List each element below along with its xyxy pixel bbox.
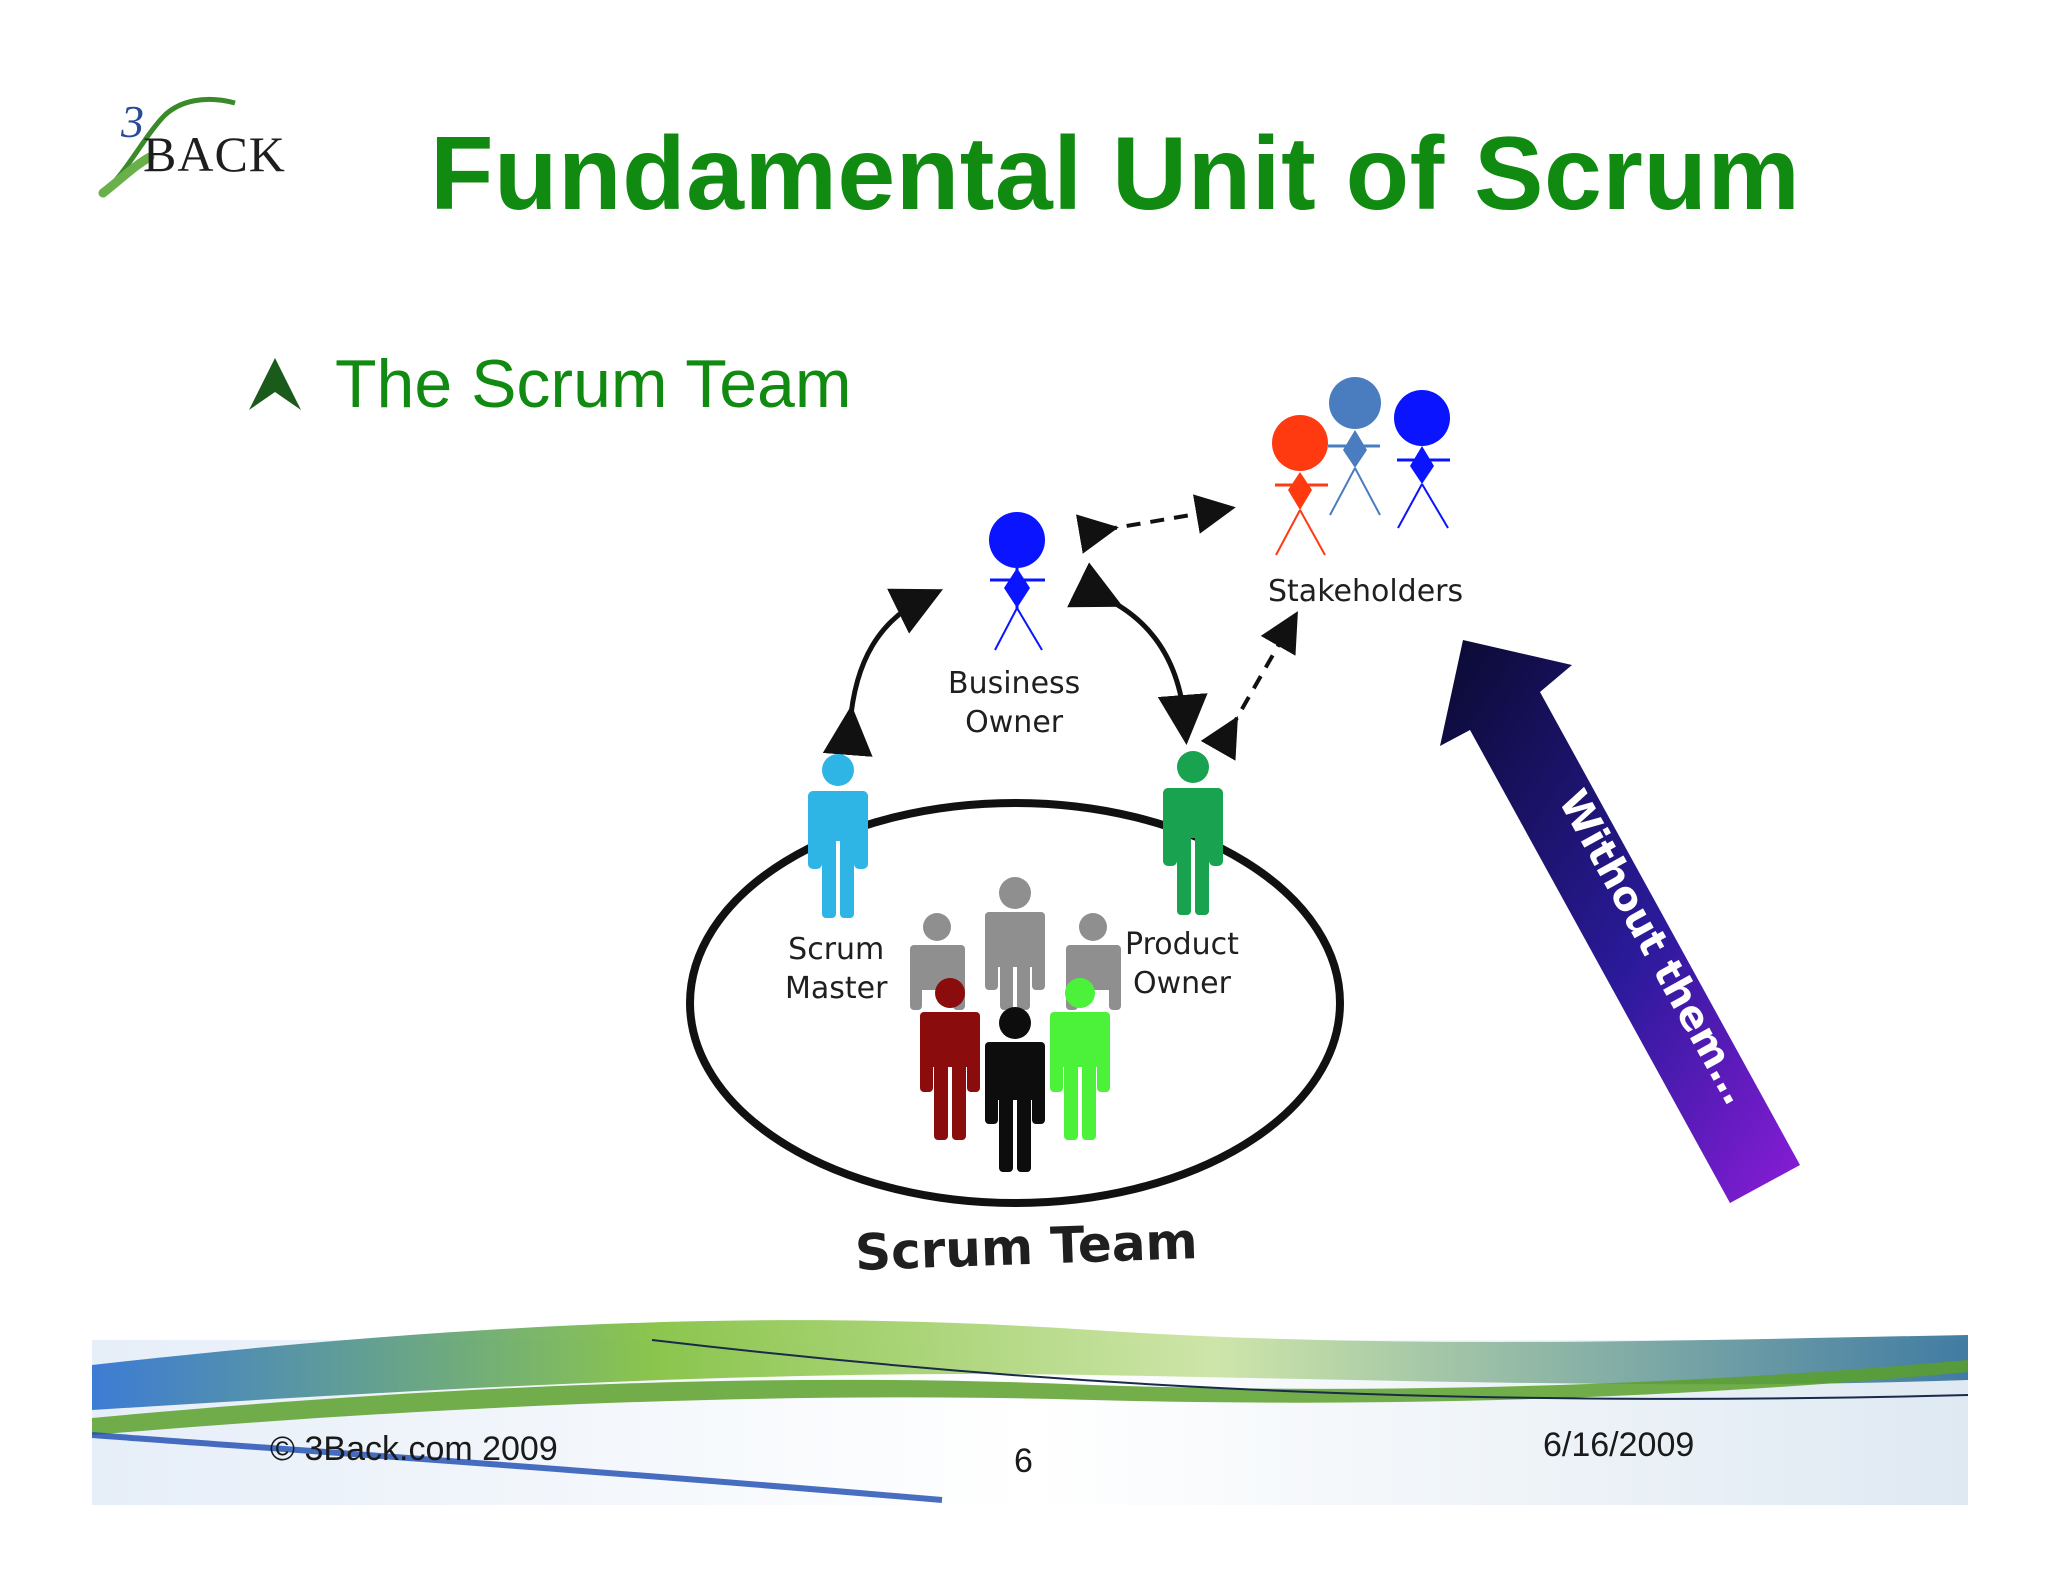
- footer-page-number: 6: [1014, 1442, 1033, 1480]
- curved-arrow-bo-po: [1067, 562, 1208, 745]
- product-owner-label: Product Owner: [1125, 927, 1239, 1001]
- 3back-logo: 3 BACK: [95, 95, 295, 205]
- stakeholder-figure-red: [1272, 415, 1328, 556]
- team-member-lightgreen: [1050, 978, 1110, 1140]
- business-owner-figure: [989, 512, 1045, 651]
- footer-date: 6/16/2009: [1543, 1426, 1695, 1464]
- footer-wave-band: [92, 1320, 1968, 1505]
- stakeholders-label: Stakeholders: [1268, 574, 1464, 609]
- slide-title: Fundamental Unit of Scrum: [430, 116, 1801, 232]
- stakeholder-figure-blue: [1394, 390, 1450, 529]
- scrum-master-label: Scrum Master: [785, 932, 888, 1006]
- bullet-item: The Scrum Team: [245, 345, 851, 423]
- dashed-arrow-po-stakeholders: [1200, 611, 1298, 761]
- stakeholder-figure-steel: [1328, 377, 1381, 516]
- team-member-grey-2: [985, 877, 1045, 1010]
- logo-text: BACK: [143, 126, 286, 182]
- bullet-text: The Scrum Team: [335, 346, 852, 422]
- team-member-black: [985, 1007, 1045, 1172]
- arrowhead-bullet-icon: [249, 358, 301, 410]
- scrum-master-figure: [808, 754, 868, 918]
- dashed-arrow-bo-stakeholders: [1075, 494, 1236, 554]
- footer-copyright: © 3Back.com 2009: [270, 1430, 558, 1468]
- business-owner-label: Business Owner: [948, 666, 1081, 740]
- without-them-arrow: [1440, 640, 1800, 1203]
- logo-numeral: 3: [121, 96, 144, 147]
- logo-swoosh-icon: [98, 96, 236, 198]
- scrum-team-label: Scrum Team: [854, 1212, 1199, 1282]
- curved-arrow-sm-bo: [822, 588, 943, 757]
- product-owner-figure: [1163, 751, 1223, 915]
- scrum-team-ellipse: [686, 799, 1344, 1207]
- team-member-darkred: [920, 978, 980, 1140]
